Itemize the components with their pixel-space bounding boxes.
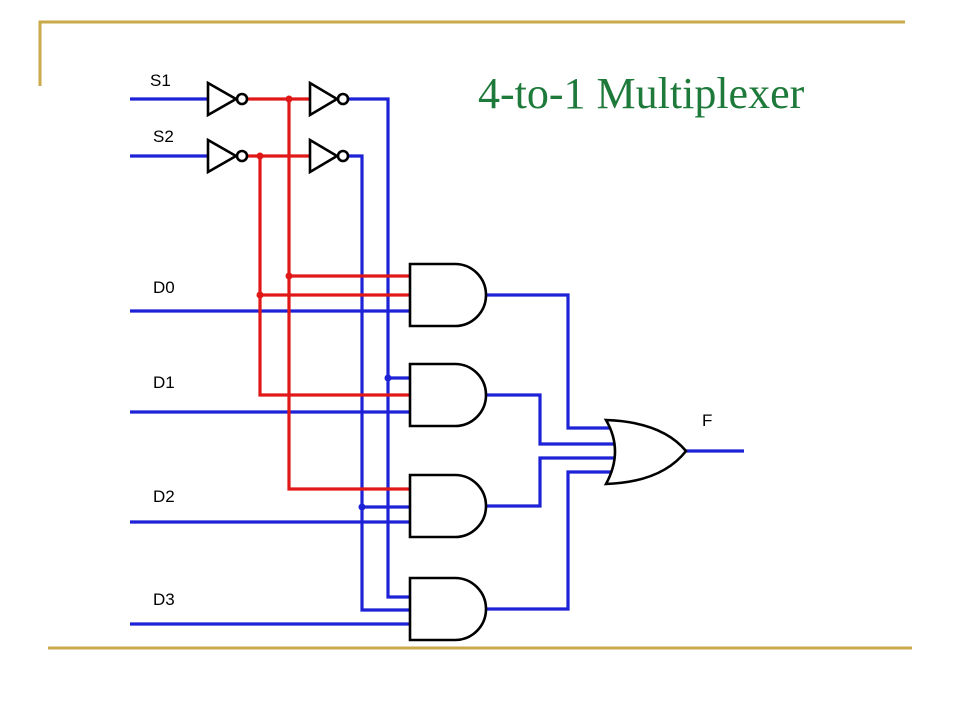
wire-and0-to-or: [486, 293, 612, 430]
wire-s2-inverted-bus: [258, 156, 410, 397]
label-d3: D3: [153, 590, 175, 609]
or-gate-output: [603, 418, 688, 486]
wire-s2-true: [348, 154, 410, 612]
slide-title: 4-to-1 Multiplexer: [478, 69, 805, 118]
not-gate-s1-first: [206, 80, 249, 118]
junction-dot: [285, 272, 293, 280]
and-gate-d2: [408, 473, 488, 539]
slide-frame: [38, 20, 912, 650]
label-d2: D2: [153, 487, 175, 506]
not-gate-s1-second: [308, 80, 350, 118]
not-gate-s2-second: [308, 137, 350, 175]
and-gate-d3: [408, 576, 488, 642]
wire-and2-to-or: [486, 456, 615, 508]
wire-junctions: [256, 95, 392, 511]
junction-dot: [384, 374, 392, 382]
inverted-wires: [248, 97, 410, 491]
not-gate-s2-first: [206, 137, 249, 175]
wire-s1-true: [348, 97, 410, 599]
and-gate-d0: [408, 262, 488, 328]
frame-top-line: [38, 20, 905, 86]
junction-dot: [256, 291, 264, 299]
label-d0: D0: [153, 278, 175, 297]
wire-and3-to-or: [486, 470, 612, 611]
junction-dot: [256, 152, 264, 160]
label-s2: S2: [153, 127, 174, 146]
junction-dot: [358, 503, 366, 511]
wire-and1-to-or: [486, 393, 615, 446]
signal-wires: [130, 97, 744, 626]
label-s1: S1: [150, 71, 171, 90]
label-output-f: F: [702, 411, 712, 430]
and-gate-d1: [408, 362, 488, 428]
junction-dot: [285, 95, 293, 103]
label-d1: D1: [153, 373, 175, 392]
wire-s1-inverted-bus: [287, 99, 410, 491]
